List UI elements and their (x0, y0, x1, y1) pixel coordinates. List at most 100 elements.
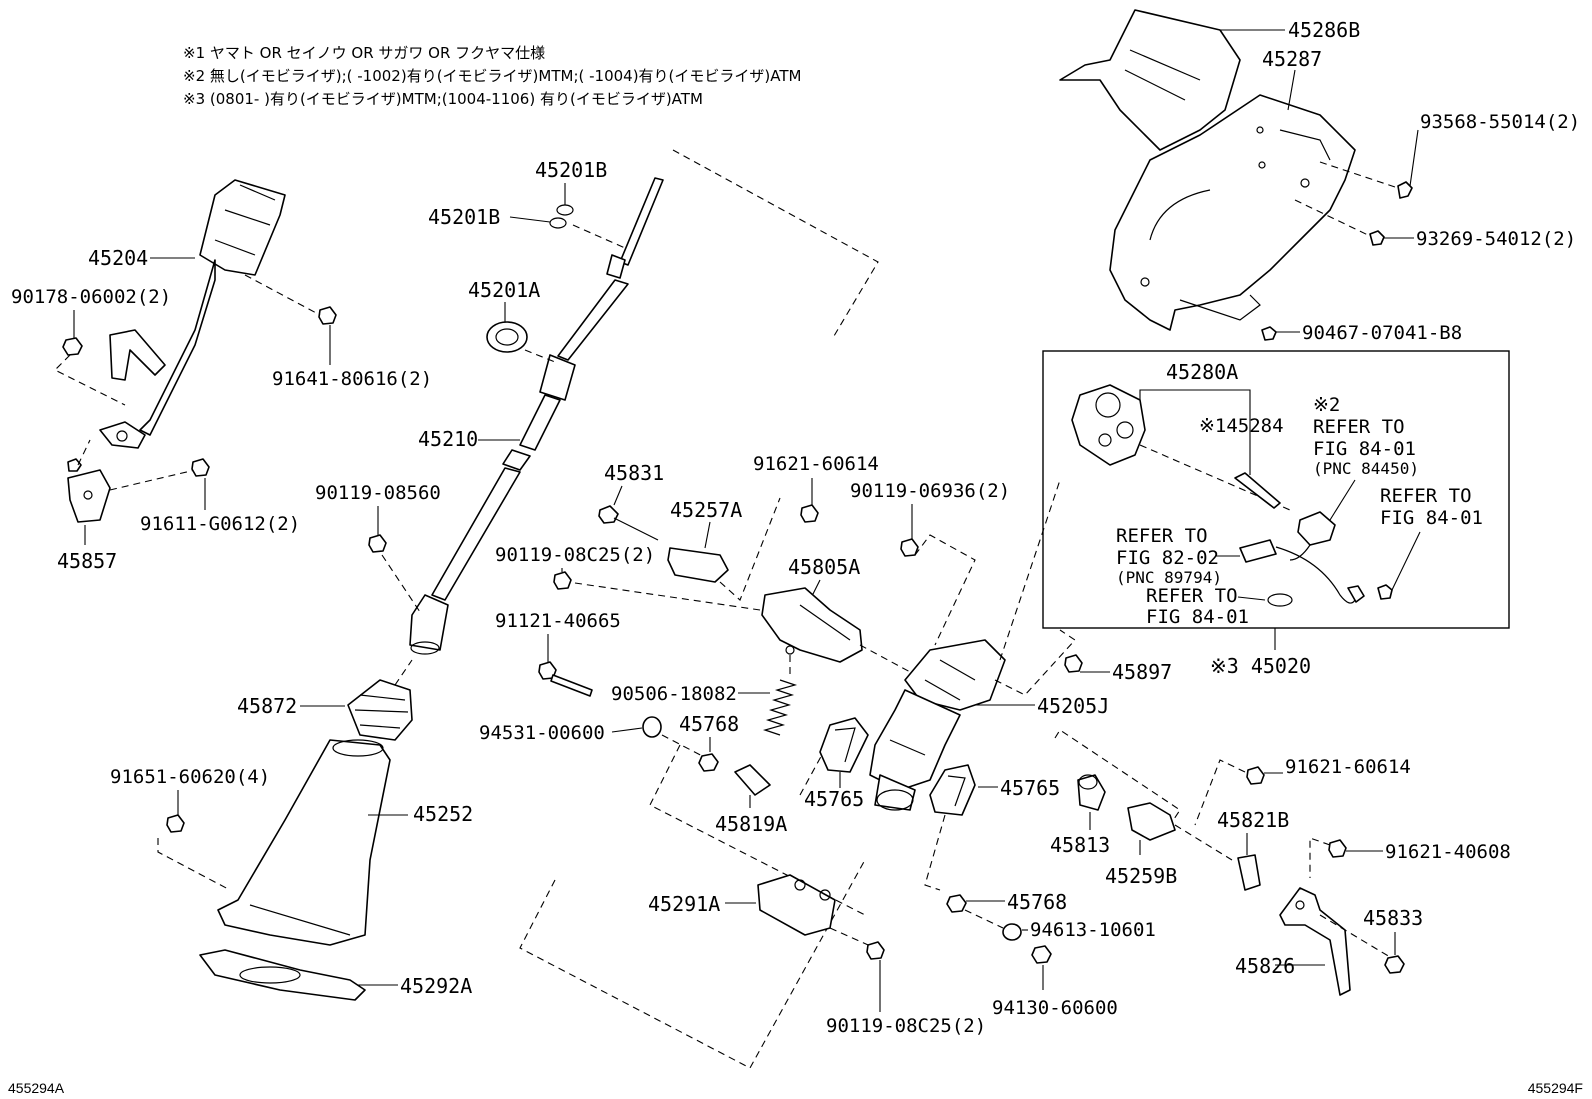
refer-8401-a: ※2 REFER TO FIG 84-01 (1313, 394, 1416, 460)
washer-94531-icon (642, 716, 662, 738)
bolt-45897-icon (1064, 654, 1083, 673)
label-90467: 90467-07041-B8 (1302, 322, 1462, 344)
label-90506: 90506-18082 (611, 683, 737, 705)
nut-45833-icon (1384, 955, 1405, 974)
nut-94130-icon (1031, 945, 1052, 964)
label-45813: 45813 (1050, 833, 1110, 857)
label-45201B-mid: 45201B (428, 205, 500, 229)
refer-8202: REFER TO FIG 82-02 (1116, 525, 1219, 569)
label-45205J: 45205J (1037, 694, 1109, 718)
bolt-90119-08C25-top-icon (553, 571, 572, 590)
refer-8401-a-pnc: (PNC 84450) (1313, 459, 1419, 478)
bolt-91621-60614-right-icon (1246, 766, 1265, 785)
label-45826: 45826 (1235, 954, 1295, 978)
ignition-lock-housing-45280A (1071, 384, 1146, 466)
clamp-45257A (667, 547, 729, 583)
note-2: ※2 無し(イモビライザ);( -1002)有り(イモビライザ)MTM;( -1… (183, 67, 801, 85)
screw-90467-icon (1261, 326, 1277, 341)
screw-refer-icon (1377, 584, 1393, 600)
key-cylinder-45284 (1234, 472, 1281, 509)
bracket-45805A (761, 587, 863, 663)
screw-93269-icon (1369, 230, 1385, 246)
boot-45872 (347, 679, 413, 741)
column-tube-45205J (869, 639, 1006, 811)
bracket-45291A (757, 874, 836, 936)
label-45252: 45252 (413, 802, 473, 826)
bolt-91641-icon (318, 306, 337, 325)
label-94130: 94130-60600 (992, 997, 1118, 1019)
label-45897: 45897 (1112, 660, 1172, 684)
bolt-90119-08C25-bottom-icon (866, 941, 885, 960)
label-45805A: 45805A (788, 555, 860, 579)
label-94531: 94531-00600 (479, 722, 605, 744)
label-45819A: 45819A (715, 812, 787, 836)
upper-column-cover-45286B (1059, 9, 1241, 151)
label-45210: 45210 (418, 427, 478, 451)
spacer-45765-left (819, 717, 869, 773)
label-94613: 94613-10601 (1030, 919, 1156, 941)
spacer-45765-right (929, 764, 976, 816)
label-90119-08560: 90119-08560 (315, 482, 441, 504)
label-90119-08C25-top: 90119-08C25(2) (495, 544, 655, 566)
label-45765-right: 45765 (1000, 776, 1060, 800)
refer-8202-pnc: (PNC 89794) (1116, 568, 1222, 587)
label-90119-06936: 90119-06936(2) (850, 480, 1010, 502)
diagram-id-left: 455294A (8, 1080, 65, 1096)
gasket-45292A (199, 949, 366, 1001)
label-91621-60614-top: 91621-60614 (753, 453, 879, 475)
steering-shaft-45210 (409, 177, 664, 655)
label-45257A: 45257A (670, 498, 742, 522)
label-93568: 93568-55014(2) (1420, 111, 1580, 133)
clamp-45259B (1127, 802, 1176, 841)
screw-91651-icon (166, 814, 185, 833)
nut-90178-icon (62, 337, 83, 356)
collar-45819A (734, 764, 771, 796)
label-45204: 45204 (88, 246, 148, 270)
column-bracket-45204 (99, 179, 286, 449)
label-45833: 45833 (1363, 906, 1423, 930)
label-91641: 91641-80616(2) (272, 368, 432, 390)
label-91651: 91651-60620(4) (110, 766, 270, 788)
lower-column-cover-45287 (1109, 94, 1356, 331)
bolt-91621-60614-top-icon (800, 504, 819, 523)
label-45768-top: 45768 (679, 712, 739, 736)
label-91621-40608: 91621-40608 (1385, 841, 1511, 863)
label-45768-bottom: 45768 (1007, 890, 1067, 914)
bracket-45857 (67, 458, 111, 523)
washer-94613-icon (1002, 923, 1022, 941)
label-45831: 45831 (604, 461, 664, 485)
label-45821B: 45821B (1217, 808, 1289, 832)
lever-45826 (1279, 887, 1351, 996)
label-45286B: 45286B (1288, 18, 1360, 42)
label-93269: 93269-54012(2) (1416, 228, 1576, 250)
diagram-id-right: 455294F (1528, 1080, 1583, 1096)
clamp-icon (1267, 593, 1293, 607)
label-90178: 90178-06002(2) (11, 286, 171, 308)
spring-90506-icon (762, 679, 798, 736)
label-45280A: 45280A (1166, 360, 1238, 384)
nut-45768-bottom-icon (946, 894, 967, 913)
label-45284: ※145284 (1199, 415, 1284, 437)
label-91611: 91611-G0612(2) (140, 513, 300, 535)
transponder-coil-icon (1289, 511, 1336, 561)
label-45291A: 45291A (648, 892, 720, 916)
wire-harness-connector-icon (1239, 539, 1365, 604)
bolt-91121-icon (538, 661, 593, 697)
label-91121: 91121-40665 (495, 610, 621, 632)
refer-8401-b: REFER TO FIG 84-01 (1380, 485, 1483, 529)
bolt-90119-08560-icon (368, 534, 387, 553)
label-45201A: 45201A (468, 278, 540, 302)
column-hole-cover-45252 (217, 739, 391, 946)
nut-45768-top-icon (698, 753, 719, 772)
label-90119-08C25-bottom: 90119-08C25(2) (826, 1015, 986, 1037)
screw-93568-icon (1397, 181, 1413, 199)
bolt-45831-icon (598, 505, 659, 541)
bushing-45813 (1077, 774, 1106, 811)
label-45872: 45872 (237, 694, 297, 718)
label-45020: ※3 45020 (1210, 654, 1311, 678)
bolt-91611-icon (191, 458, 210, 477)
bearing-45201A-icon (486, 321, 528, 353)
note-3: ※3 (0801- )有り(イモビライザ)MTM;(1004-1106) 有り(… (183, 90, 703, 108)
